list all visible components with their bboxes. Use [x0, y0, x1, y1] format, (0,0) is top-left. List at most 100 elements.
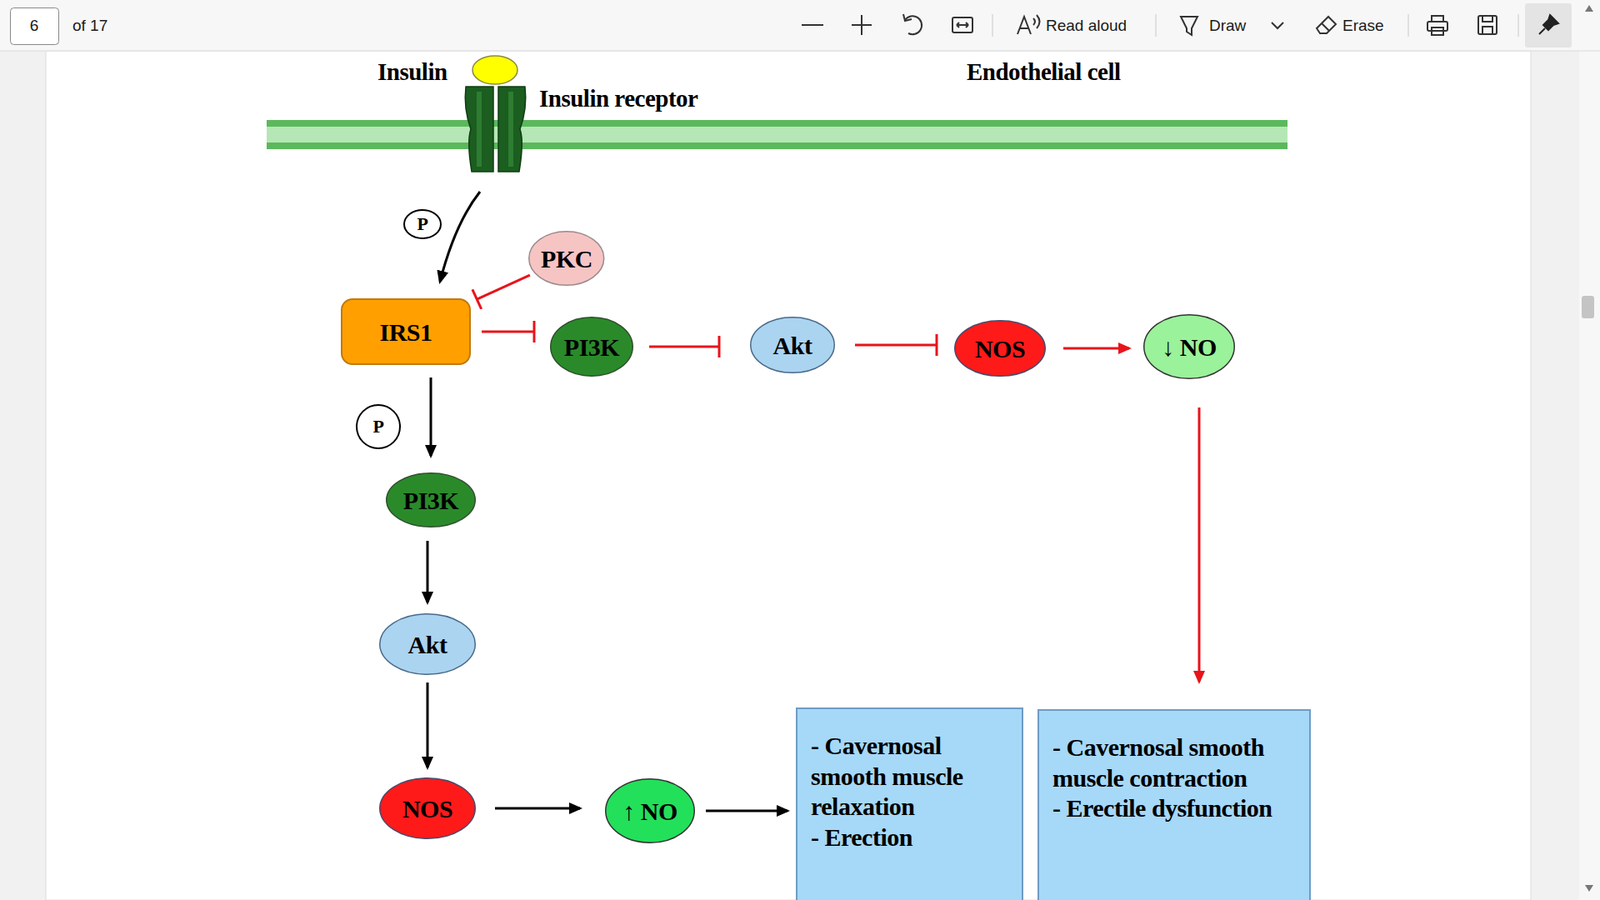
node-text: NOS — [402, 795, 453, 823]
text-group: ↑ NO — [622, 797, 678, 825]
toolbar-separator — [1408, 14, 1410, 37]
fit-width-icon — [952, 17, 973, 33]
text-group: ↓ NO — [1161, 333, 1217, 361]
node-text: IRS1 — [379, 318, 432, 346]
activation-arrow — [1063, 347, 1130, 350]
ellipse-shape — [380, 614, 476, 675]
enzyme-ellipse: NOS — [954, 320, 1046, 377]
text-group: Akt — [773, 331, 813, 360]
toolbar-button-label: Erase — [1342, 16, 1385, 35]
read-aloud-icon — [1017, 15, 1040, 35]
cell-label: Endothelial cell — [966, 58, 1121, 86]
ellipse-shape — [404, 210, 441, 239]
zoom-out-icon — [801, 24, 824, 26]
ellipse-shape — [750, 317, 835, 374]
activation-arrow — [426, 682, 430, 768]
activation-arrow — [426, 540, 430, 603]
text-group: P — [373, 416, 385, 437]
enzyme-ellipse: NOS — [379, 777, 476, 840]
text-group: NOS — [402, 795, 453, 823]
scroll-down-arrow — [1585, 885, 1594, 892]
node-text: - Erection — [810, 822, 1010, 854]
node-text: NOS — [975, 335, 1025, 363]
text-group: PI3K — [403, 486, 459, 515]
node-text: PKC — [540, 245, 593, 273]
inhibition-connector — [855, 344, 937, 347]
node-text: Akt — [408, 630, 448, 659]
cell-membrane — [266, 120, 1288, 150]
node-text: P — [417, 214, 429, 235]
inhibition-connector — [476, 275, 530, 300]
membrane-outer-layer — [266, 120, 1288, 127]
text-group: IRS1 — [379, 318, 432, 346]
toolbar-border — [0, 50, 1600, 52]
erase-icon — [1316, 16, 1336, 34]
phosphorylation-arrow — [440, 191, 480, 282]
pin-icon — [1539, 15, 1559, 35]
node-text: - Cavernosal smooth muscle contraction — [1052, 732, 1298, 794]
page-number: 6 — [30, 16, 40, 35]
ellipse-shape — [1144, 315, 1235, 380]
draw-icon — [1180, 16, 1198, 35]
node-text: - Cavernosal smooth muscle relaxation — [810, 730, 1010, 823]
insulin-molecule — [472, 55, 518, 85]
node-text: PI3K — [564, 333, 620, 361]
activation-arrow — [495, 807, 580, 810]
dropdown-chevron — [1271, 22, 1284, 29]
page-count: of 17 — [72, 16, 108, 35]
product-ellipse: ↑ NO — [605, 778, 695, 844]
receptor-label: Insulin receptor — [539, 85, 698, 113]
activation-arrow — [705, 810, 788, 813]
pin-button-background — [1525, 3, 1572, 48]
outcome-box: - Cavernosal smooth muscle contraction- … — [1037, 709, 1311, 900]
product-ellipse: ↓ NO — [1143, 314, 1235, 380]
kinase-circle: PKC — [528, 230, 605, 286]
toolbar-separator — [992, 14, 994, 37]
ellipse-shape — [550, 317, 634, 377]
scroll-up-arrow — [1585, 5, 1594, 12]
activation-arrow — [430, 377, 433, 456]
phosphate-circle: P — [403, 209, 442, 240]
text-group: PI3K — [564, 333, 620, 361]
toolbar-button-label: Draw — [1209, 16, 1246, 35]
node-text: ↑ NO — [622, 797, 678, 825]
phosphate-circle: P — [355, 404, 401, 450]
kinase-ellipse: PI3K — [385, 472, 476, 528]
ellipse-shape — [380, 778, 476, 840]
ellipse-shape — [529, 231, 605, 286]
kinase-ellipse: Akt — [750, 316, 835, 374]
inhibition-connector — [649, 345, 720, 349]
text-group: PKC — [540, 245, 593, 273]
ellipse-shape — [356, 405, 400, 449]
molecule-label: Insulin — [377, 58, 448, 86]
toolbar-separator — [1518, 14, 1520, 37]
node-text: ↓ NO — [1161, 333, 1217, 361]
node-text: PI3K — [403, 486, 459, 515]
inhibition-connector — [481, 330, 535, 334]
print-icon — [1427, 15, 1448, 35]
text-group: Akt — [408, 630, 448, 659]
ellipse-shape — [955, 320, 1046, 377]
toolbar — [0, 0, 1600, 51]
scrollbar-track — [1579, 50, 1600, 900]
text-group: - Cavernosal smooth muscle contraction- … — [1052, 732, 1298, 825]
node-text: - Erectile dysfunction — [1052, 793, 1298, 825]
toolbar-button-label: Read aloud — [1045, 16, 1127, 35]
kinase-ellipse: PI3K — [550, 316, 634, 377]
text-group: - Cavernosal smooth muscle relaxation- E… — [810, 730, 1010, 853]
rotate-icon — [903, 14, 922, 35]
kinase-ellipse: Akt — [379, 613, 476, 675]
node-text: P — [373, 416, 385, 437]
activation-arrow — [1198, 407, 1201, 682]
outcome-box: - Cavernosal smooth muscle relaxation- E… — [795, 707, 1024, 900]
ellipse-shape — [386, 473, 476, 528]
zoom-in-icon — [851, 15, 872, 35]
node-text: Akt — [773, 331, 813, 360]
page-number-field — [10, 8, 60, 45]
text-group: P — [417, 214, 429, 235]
toolbar-separator — [1155, 14, 1157, 37]
insulin-receptor-symbol — [465, 86, 526, 172]
text-group: NOS — [975, 335, 1025, 363]
